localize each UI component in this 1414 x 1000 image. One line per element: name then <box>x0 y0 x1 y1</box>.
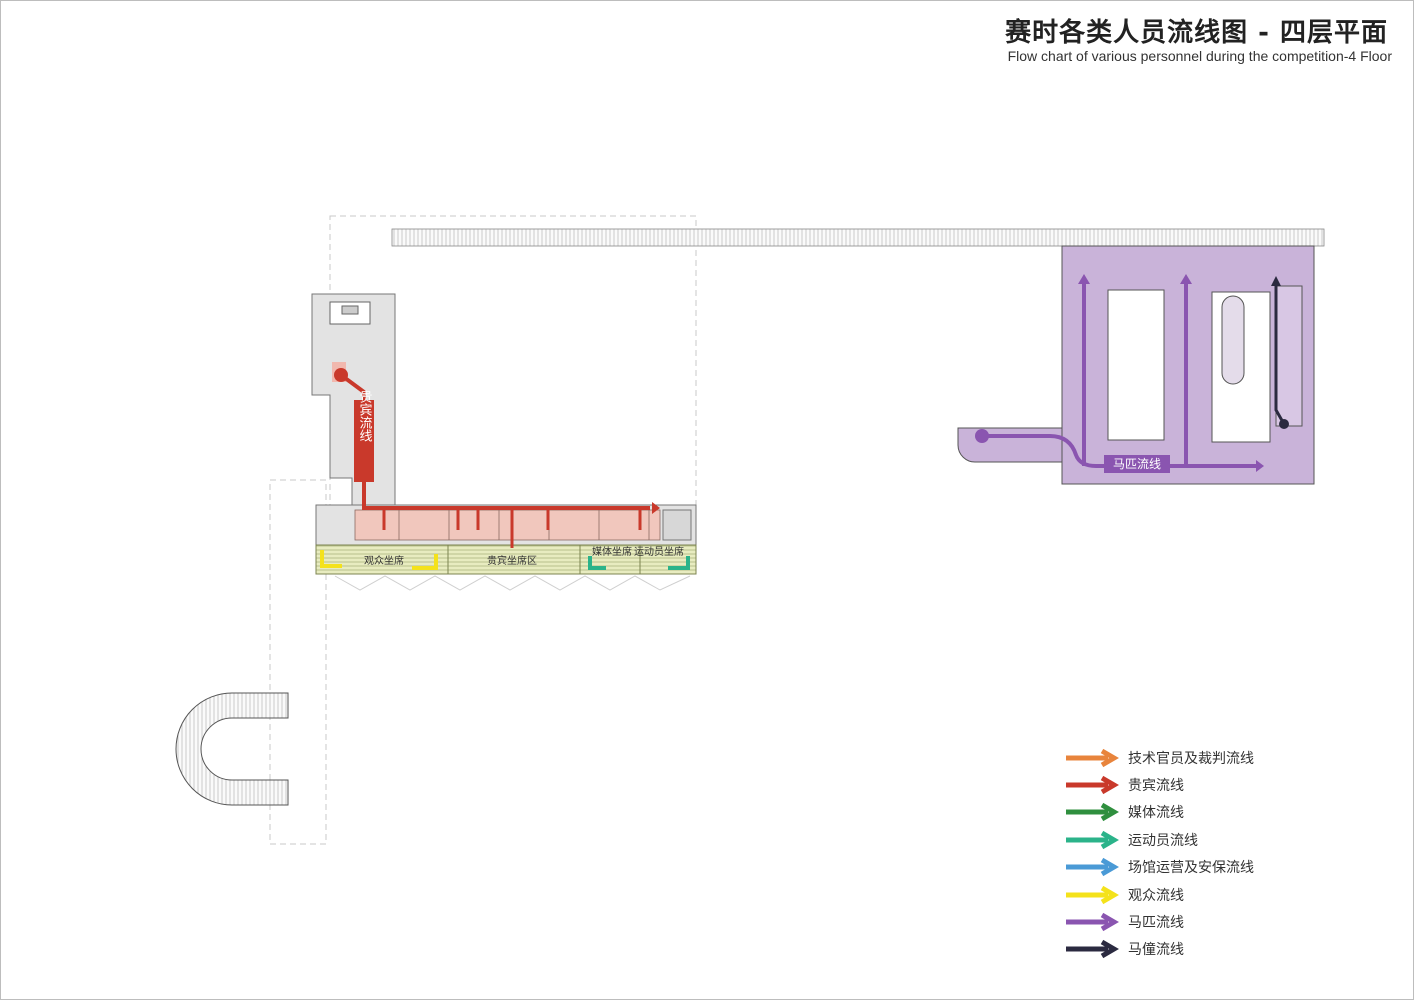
legend-label: 媒体流线 <box>1128 805 1184 822</box>
page-subtitle: Flow chart of various personnel during t… <box>1007 48 1392 64</box>
athlete-seats-label: 运动员坐席 <box>634 545 684 558</box>
legend-label: 观众流线 <box>1128 887 1184 904</box>
arrow-icon <box>1066 803 1119 822</box>
spiral-ramp <box>175 692 289 806</box>
main-building <box>311 293 697 546</box>
arrow-icon <box>1066 858 1119 877</box>
athlete-flow-route <box>588 556 690 570</box>
media-seats-label: 媒体坐席 <box>592 545 632 558</box>
stable-building <box>957 245 1315 485</box>
legend-item: 马匹流线 <box>1064 908 1254 935</box>
arrow-icon <box>1066 912 1119 932</box>
arrow-icon <box>1066 940 1119 959</box>
legend-label: 马僮流线 <box>1128 942 1184 959</box>
legend-item: 运动员流线 <box>1064 826 1254 853</box>
audience-seats-label: 观众坐席 <box>364 554 404 567</box>
page-title: 赛时各类人员流线图 - 四层平面 <box>1005 18 1388 48</box>
legend-item: 技术官员及裁判流线 <box>1064 744 1254 771</box>
groom-flow-route <box>1271 276 1289 429</box>
seating-row <box>315 544 697 575</box>
vip-flow-start-point <box>334 368 348 382</box>
legend-item: 马僮流线 <box>1064 936 1254 963</box>
audience-flow-route <box>320 550 438 570</box>
legend-item: 贵宾流线 <box>1064 771 1254 798</box>
legend-item: 媒体流线 <box>1064 799 1254 826</box>
legend-label: 马匹流线 <box>1128 915 1184 932</box>
horse-flow-label: 马匹流线 <box>1113 457 1161 471</box>
vip-flow-label: 贵宾流线 <box>357 390 373 442</box>
vip-seats-label: 贵宾坐席区 <box>487 554 537 567</box>
horse-flow-start-point <box>975 429 989 443</box>
horse-flow-route: 马匹流线 <box>975 274 1264 473</box>
legend-label: 技术官员及裁判流线 <box>1128 750 1254 767</box>
top-rail-bridge <box>391 228 1325 247</box>
groom-flow-start-point <box>1279 419 1289 429</box>
arrow-icon <box>1066 775 1119 795</box>
legend-item: 观众流线 <box>1064 881 1254 908</box>
legend-label: 场馆运营及安保流线 <box>1128 860 1254 877</box>
vip-flow-route: 贵宾流线 <box>334 368 660 548</box>
legend-item: 场馆运营及安保流线 <box>1064 854 1254 881</box>
legend: 技术官员及裁判流线贵宾流线媒体流线运动员流线场馆运营及安保流线观众流线马匹流线马… <box>1064 744 1254 963</box>
arrow-icon <box>1066 830 1119 850</box>
legend-label: 贵宾流线 <box>1128 778 1184 795</box>
legend-label: 运动员流线 <box>1128 832 1198 849</box>
arrow-icon <box>1066 748 1119 767</box>
arrow-icon <box>1066 885 1119 904</box>
